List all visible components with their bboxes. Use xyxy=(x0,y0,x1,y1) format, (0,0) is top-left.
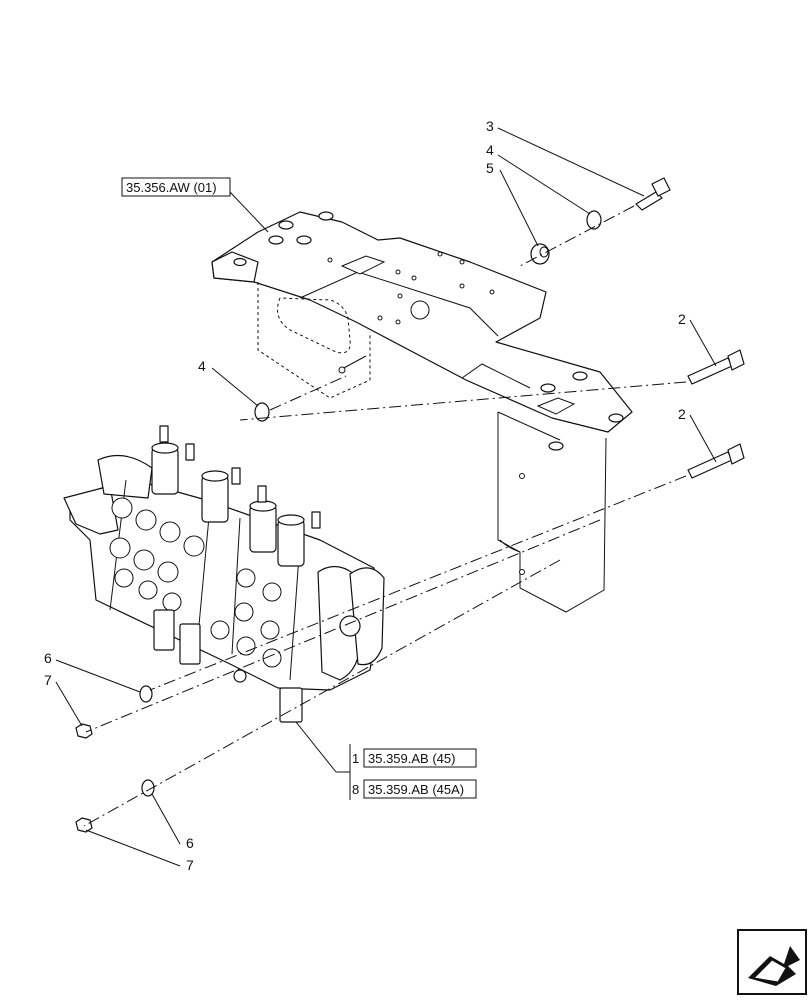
valve-reference-1-number: 1 xyxy=(352,751,359,766)
nut-7-lower xyxy=(75,817,93,833)
control-valve-assembly xyxy=(63,425,385,723)
callout-7-lower: 7 xyxy=(186,857,194,873)
valve-reference-8-label: 35.359.AB (45A) xyxy=(368,782,464,797)
bracket-reference[interactable]: 35.356.AW (01) xyxy=(121,177,231,197)
bolt-2-lower xyxy=(687,443,745,479)
valve-reference-8-number: 8 xyxy=(352,782,359,797)
bolt-2-upper xyxy=(687,349,745,385)
callout-2-upper: 2 xyxy=(678,311,686,327)
washer-4-top xyxy=(586,210,602,230)
valve-reference-1-label: 35.359.AB (45) xyxy=(368,751,455,766)
callout-4-left: 4 xyxy=(198,358,206,374)
valve-reference-group: 1 8 35.359.AB (45) 35.359.AB (45A) xyxy=(349,744,477,800)
washer-6-lower xyxy=(141,779,155,797)
spacer-5 xyxy=(530,243,550,265)
callout-3: 3 xyxy=(486,118,494,134)
valve-ports xyxy=(109,497,282,668)
next-page-arrow-icon[interactable] xyxy=(737,929,807,995)
washer-4-left xyxy=(254,402,270,422)
spool-actuators xyxy=(151,425,321,567)
assembly-axis-lines xyxy=(83,205,687,827)
callout-7-upper: 7 xyxy=(44,672,52,688)
washer-6-upper xyxy=(139,685,153,703)
callout-6-lower: 6 xyxy=(186,835,194,851)
valve-reference-8[interactable]: 35.359.AB (45A) xyxy=(363,779,477,799)
nut-7-upper xyxy=(75,723,93,739)
callout-6-upper: 6 xyxy=(44,650,52,666)
bolt-3 xyxy=(635,177,671,211)
callout-4-top: 4 xyxy=(486,142,494,158)
mounting-bracket xyxy=(211,211,633,613)
leader-lines xyxy=(55,127,717,867)
valve-reference-1[interactable]: 35.359.AB (45) xyxy=(363,748,477,768)
callout-5: 5 xyxy=(486,160,494,176)
bracket-reference-label: 35.356.AW (01) xyxy=(126,180,217,195)
bracket-bolt-heads xyxy=(233,211,624,451)
callout-2-lower: 2 xyxy=(678,406,686,422)
